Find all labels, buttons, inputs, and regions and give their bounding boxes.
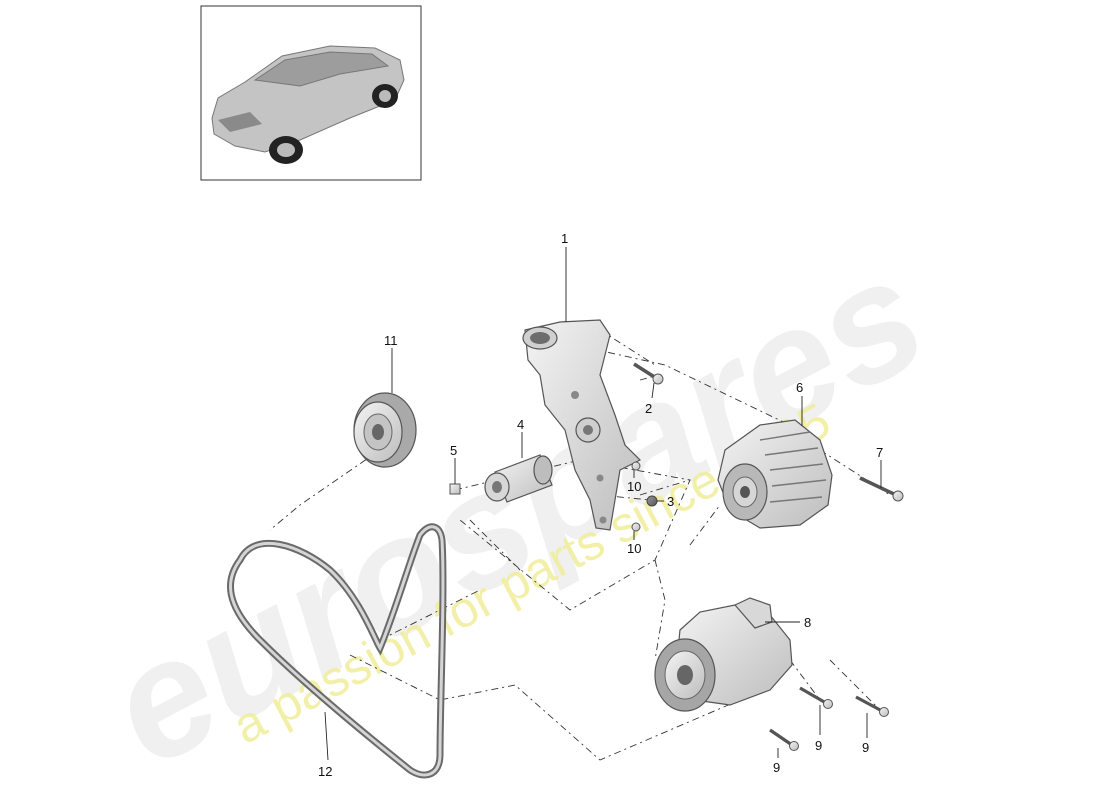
callout-11[interactable]: 11: [384, 333, 398, 348]
callout-9-b[interactable]: 9: [862, 740, 869, 755]
bolt-5-part[interactable]: [449, 483, 461, 495]
callout-4[interactable]: 4: [517, 417, 524, 432]
bolt-2-part[interactable]: [633, 362, 664, 385]
callout-5[interactable]: 5: [450, 443, 457, 458]
callout-6[interactable]: 6: [796, 380, 803, 395]
bolt-3-part[interactable]: [646, 495, 658, 507]
callout-8[interactable]: 8: [804, 615, 811, 630]
callout-2[interactable]: 2: [645, 401, 652, 416]
leader-lines: [324, 247, 882, 761]
bracket-part[interactable]: [522, 319, 642, 531]
callout-3[interactable]: 3: [667, 494, 674, 509]
nut-10-part[interactable]: [631, 461, 641, 532]
bolt-9-part[interactable]: [769, 686, 889, 751]
compressor-part[interactable]: [654, 597, 793, 712]
alternator-part[interactable]: [717, 419, 833, 529]
callout-9-a[interactable]: 9: [815, 738, 822, 753]
drive-belt-part[interactable]: [226, 523, 447, 779]
bolt-7-part[interactable]: [859, 476, 904, 502]
callouts: 1 2 3 4 5 6 7 8 9 9 9 10 10 11 12: [318, 231, 883, 779]
suv-car-icon: [211, 45, 405, 164]
tensioner-part[interactable]: [484, 454, 553, 503]
pulley-part[interactable]: [353, 392, 417, 468]
callout-12[interactable]: 12: [318, 764, 332, 779]
callout-10-b[interactable]: 10: [627, 541, 641, 556]
callout-9-c[interactable]: 9: [773, 760, 780, 775]
callout-1[interactable]: 1: [561, 231, 568, 246]
callout-7[interactable]: 7: [876, 445, 883, 460]
vehicle-thumbnail[interactable]: [200, 5, 422, 181]
callout-10-a[interactable]: 10: [627, 479, 641, 494]
assembly-lines: [269, 329, 891, 761]
